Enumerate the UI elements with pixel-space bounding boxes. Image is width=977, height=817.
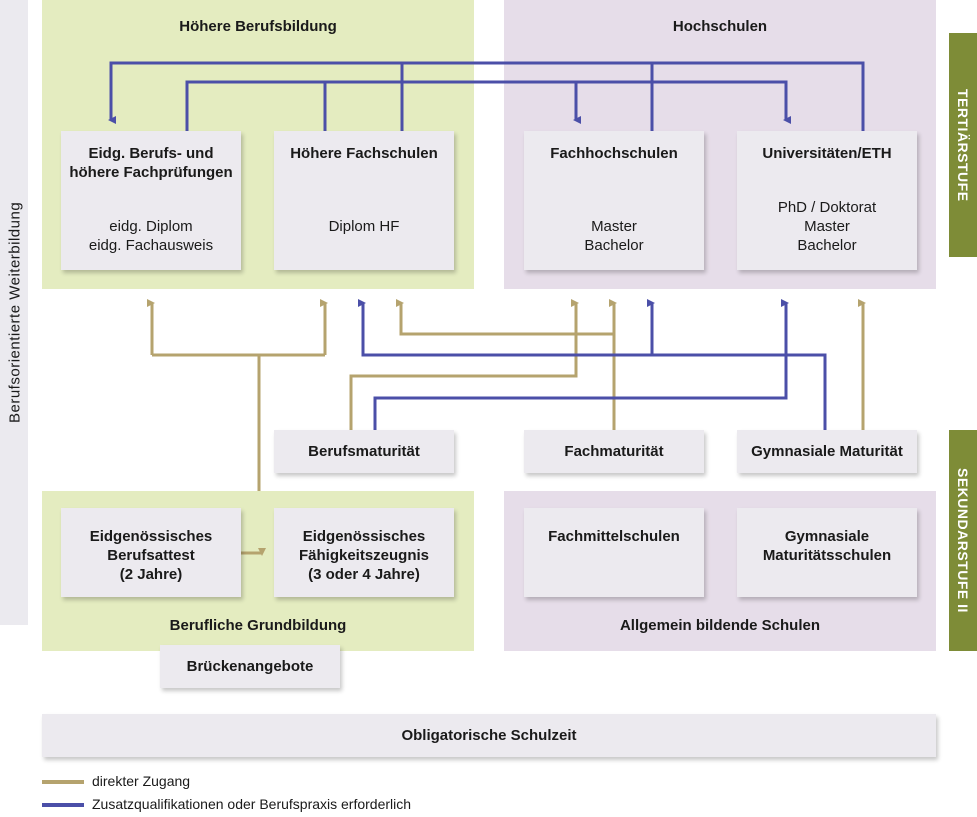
box-universitaeten-sub: PhD / Doktorat Master Bachelor	[777, 199, 877, 254]
box-obligatorische-schulzeit: Obligatorische Schulzeit	[42, 714, 936, 757]
box-maturitaetsschulen-title: Gymnasiale Maturitätsschulen	[762, 528, 892, 564]
header-berufliche-grundbildung: Berufliche Grundbildung	[169, 617, 347, 634]
arrow-fm-to-hf	[396, 299, 614, 336]
tier-tertiary-label: TERTIÄRSTUFE	[955, 88, 971, 202]
box-fachmaturitaet: Fachmaturität	[524, 430, 704, 473]
header-allgemein-bildende: Allgemein bildende Schulen	[619, 617, 821, 634]
arrow-gm-to-hf	[358, 299, 827, 430]
legend-extra-swatch	[42, 803, 84, 807]
box-berufsattest: Eidgenössisches Berufsattest (2 Jahre)	[61, 508, 241, 597]
box-fachmaturitaet-title: Fachmaturität	[564, 443, 664, 460]
box-berufsmaturitaet-title: Berufsmaturität	[308, 443, 420, 460]
box-gymnasiale-maturitaet-title: Gymnasiale Maturität	[751, 443, 903, 460]
box-faehigkeitszeugnis-title: Eidgenössisches Fähigkeitszeugnis (3 ode…	[298, 528, 430, 583]
box-fachhochschulen: Fachhochschulen Master Bachelor	[524, 131, 704, 270]
arrow-top-outer-left	[108, 61, 402, 124]
header-hochschulen: Hochschulen	[672, 18, 768, 35]
box-fachhochschulen-title: Fachhochschulen	[550, 145, 678, 162]
tier-secondary-label: SEKUNDARSTUFE II	[955, 468, 971, 613]
box-brueckenangebote: Brückenangebote	[160, 645, 340, 688]
header-hoehere-berufsbildung: Höhere Berufsbildung	[179, 18, 337, 35]
arrow-bm-to-uni	[373, 299, 789, 430]
box-eidg-pruefungen-title: Eidg. Berufs- und höhere Fachprüfungen	[69, 145, 233, 181]
box-eidg-pruefungen-sub: eidg. Diplom eidg. Fachausweis	[88, 218, 214, 254]
box-fachmittelschulen: Fachmittelschulen	[524, 508, 704, 597]
box-eidg-pruefungen: Eidg. Berufs- und höhere Fachprüfungen e…	[61, 131, 241, 270]
tier-secondary-bar: SEKUNDARSTUFE II	[949, 430, 977, 651]
tier-tertiary-bar: TERTIÄRSTUFE	[949, 33, 977, 257]
legend-direct-label: direkter Zugang	[92, 773, 191, 789]
box-universitaeten: Universitäten/ETH PhD / Doktorat Master …	[737, 131, 917, 270]
legend-direct-swatch	[42, 780, 84, 784]
box-hoehere-fachschulen-title: Höhere Fachschulen	[290, 145, 438, 162]
box-berufsattest-title: Eidgenössisches Berufsattest (2 Jahre)	[89, 528, 213, 583]
box-gymnasiale-maturitaet: Gymnasiale Maturität	[737, 430, 917, 473]
box-fachhochschulen-sub: Master Bachelor	[584, 218, 644, 254]
legend-extra-label: Zusatzqualifikationen oder Berufspraxis …	[92, 796, 412, 812]
box-brueckenangebote-title: Brückenangebote	[186, 658, 314, 675]
box-hoehere-fachschulen: Höhere Fachschulen Diplom HF	[274, 131, 454, 270]
box-faehigkeitszeugnis: Eidgenössisches Fähigkeitszeugnis (3 ode…	[274, 508, 454, 597]
box-universitaeten-title: Universitäten/ETH	[762, 145, 892, 162]
left-label-strip	[0, 0, 28, 625]
arrow-top-outer	[400, 61, 865, 131]
arrow-bm-to-fh	[349, 299, 579, 430]
box-berufsmaturitaet: Berufsmaturität	[274, 430, 454, 473]
box-maturitaetsschulen: Gymnasiale Maturitätsschulen	[737, 508, 917, 597]
arrow-top-inner	[185, 80, 791, 131]
box-hoehere-fachschulen-sub: Diplom HF	[328, 218, 400, 235]
box-fachmittelschulen-title: Fachmittelschulen	[548, 528, 680, 545]
box-obligatorische-schulzeit-title: Obligatorische Schulzeit	[401, 727, 577, 744]
